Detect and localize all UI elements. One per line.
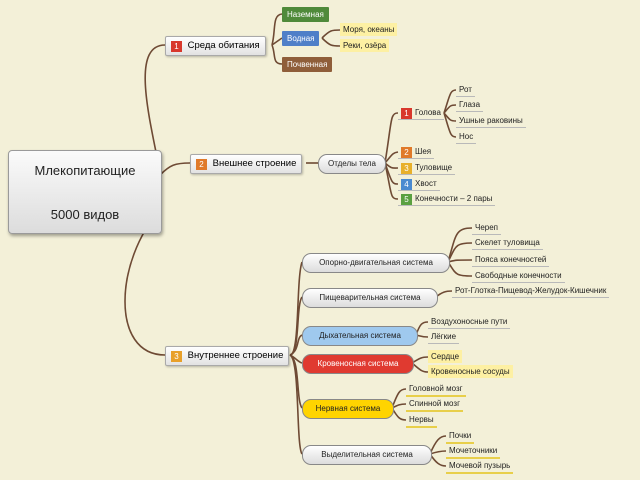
leaf-digestive-tract[interactable]: Рот-Глотка-Пищевод-Желудок-Кишечник [452,284,610,298]
part-number-badge: 1 [401,108,412,119]
part-number-badge: 3 [401,163,412,174]
head-leaf-mouth[interactable]: Рот [456,83,475,97]
leaf-lungs[interactable]: Лёгкие [428,330,460,344]
habitat-tag-land[interactable]: Наземная [282,7,329,22]
system-nervous[interactable]: Нервная система [302,399,394,419]
branch-external[interactable]: 2 Внешнее строение [190,154,303,174]
part-number-badge: 4 [401,179,412,190]
system-digestive[interactable]: Пищеварительная система [302,288,438,308]
root-subtitle: 5000 видов [50,207,120,222]
branch-number-badge: 3 [171,351,182,362]
part-label: Туловище [415,163,453,172]
root-title: Млекопитающие [34,163,136,178]
branch-habitat[interactable]: 1 Среда обитания [165,36,266,56]
leaf-free-limbs[interactable]: Свободные конечности [472,269,565,283]
leaf-bladder[interactable]: Мочевой пузырь [446,459,514,474]
branch-number-badge: 2 [196,159,207,170]
branch-label: Внутреннее строение [187,350,284,361]
part-label: Хвост [415,179,437,188]
part-label: Шея [415,147,432,156]
head-leaf-nose[interactable]: Нос [456,130,477,144]
system-circulatory[interactable]: Кровеносная система [302,354,414,374]
part-label: Конечности – 2 пары [415,194,493,203]
habitat-tag-water[interactable]: Водная [282,31,320,46]
leaf-heart[interactable]: Сердце [428,350,463,363]
external-section-body-parts[interactable]: Отделы тела [318,154,386,174]
branch-internal[interactable]: 3 Внутреннее строение [165,346,290,366]
head-leaf-eyes[interactable]: Глаза [456,98,484,112]
habitat-leaf-seas[interactable]: Моря, океаны [340,23,398,36]
leaf-brain[interactable]: Головной мозг [406,382,466,397]
head-leaf-ears[interactable]: Ушные раковины [456,114,526,128]
leaf-limb-girdles[interactable]: Пояса конечностей [472,253,550,267]
part-label: Голова [415,108,441,117]
leaf-spinal-cord[interactable]: Спинной мозг [406,397,463,412]
system-respiratory[interactable]: Дыхательная система [302,326,418,346]
system-excretory[interactable]: Выделительная система [302,445,432,465]
leaf-airways[interactable]: Воздухоносные пути [428,315,511,329]
leaf-blood-vessels[interactable]: Кровеносные сосуды [428,365,513,378]
root-node[interactable]: Млекопитающие 5000 видов [8,150,162,234]
leaf-trunk-skeleton[interactable]: Скелет туловища [472,236,543,250]
leaf-ureters[interactable]: Мочеточники [446,444,501,459]
branch-label: Внешнее строение [212,158,297,169]
leaf-nerves[interactable]: Нервы [406,413,437,428]
branch-number-badge: 1 [171,41,182,52]
leaf-skull[interactable]: Череп [472,221,502,235]
habitat-tag-soil[interactable]: Почвенная [282,57,333,72]
part-number-badge: 2 [401,147,412,158]
part-number-badge: 5 [401,194,412,205]
system-musculoskeletal[interactable]: Опорно-двигательная система [302,253,450,273]
branch-label: Среда обитания [187,40,260,51]
leaf-kidneys[interactable]: Почки [446,429,475,444]
habitat-leaf-rivers[interactable]: Реки, озёра [340,39,390,52]
